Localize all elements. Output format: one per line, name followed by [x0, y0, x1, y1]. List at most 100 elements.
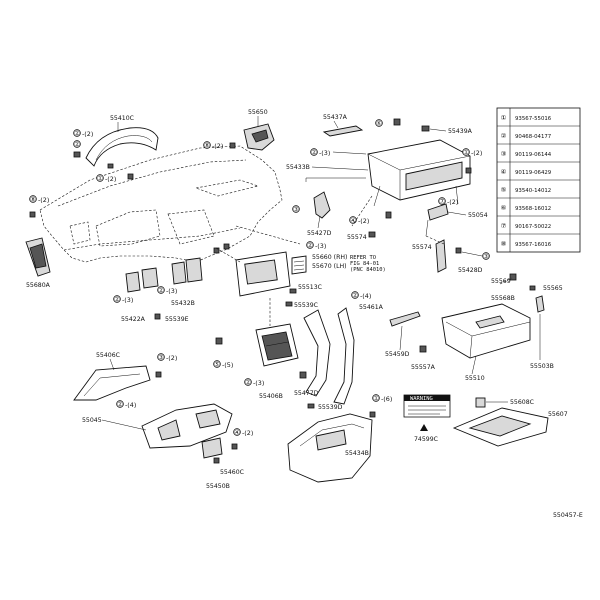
clip-icon	[213, 247, 220, 254]
callout-5	[213, 360, 221, 368]
qty-text: -(2)	[471, 149, 482, 157]
parts-table-row-part: 90119-06429	[515, 170, 552, 176]
callout-2-num: ②	[74, 130, 80, 138]
callout-2-num: ②	[245, 379, 251, 387]
callout-5-num: ⑤	[214, 361, 220, 369]
glove-box-upper-shape	[367, 139, 471, 201]
callout-2-num: ②	[74, 141, 80, 149]
clip-icon	[213, 457, 220, 464]
qty-text: -(2)	[447, 198, 458, 206]
clip-icon	[107, 163, 114, 169]
clip-icon	[509, 273, 517, 281]
callout-2	[113, 295, 121, 303]
part-label-55539c: 55539C	[294, 302, 318, 309]
qty-text: -(2)	[105, 175, 116, 183]
clip-icon	[73, 151, 81, 158]
mat-55607-recess	[468, 415, 532, 437]
part-label-55574: 55574	[412, 244, 432, 251]
part-label-55539d: 55539D	[318, 404, 343, 411]
callout-4-num: ④	[350, 217, 356, 225]
parts-table-row-num: ⑥	[500, 204, 506, 212]
screw-icon	[369, 411, 376, 418]
instrument-panel-defroster	[194, 179, 260, 197]
callout-3-num: ③	[483, 253, 489, 261]
center-stack-opening	[261, 331, 293, 361]
clip-icon	[299, 371, 307, 379]
leader-line	[101, 419, 147, 431]
part-label-55406b: 55406B	[259, 393, 283, 400]
part-label-55608c: 55608C	[510, 399, 534, 406]
strip-55437a	[322, 125, 364, 137]
warning-label-text-lines	[408, 405, 446, 415]
clip-icon	[368, 231, 376, 238]
qty-text: -(3)	[166, 287, 177, 295]
parts-table-row-part: 93540-14012	[515, 188, 551, 194]
connector-line	[235, 225, 301, 245]
callout-2-num: ②	[114, 296, 120, 304]
part-label-55568b: 55568B	[491, 295, 515, 302]
switch-base-55422a	[141, 267, 159, 289]
leader-line	[333, 120, 339, 129]
lower-panel-55045-opening	[195, 409, 221, 429]
center-vent	[291, 255, 307, 275]
glove-box-door-edge	[469, 335, 473, 359]
parts-table-row-part: 93568-16012	[515, 206, 551, 212]
callout-2	[116, 400, 124, 408]
clip-icon	[307, 403, 315, 409]
parts-table-row-num: ③	[500, 150, 506, 158]
callout-6	[375, 119, 383, 127]
meter-hood-shape	[85, 127, 159, 167]
clip-icon	[421, 125, 430, 132]
parts-table-row-num: ④	[500, 168, 506, 176]
leader-line	[305, 177, 366, 182]
parts-table-row-part: 90167-50022	[515, 224, 551, 230]
part-label-55607: 55607	[548, 411, 568, 418]
refer-note-line2: FIG 84-01	[350, 261, 379, 267]
arrow-icon	[420, 424, 428, 431]
callout-7-num: ⑦	[439, 198, 445, 206]
screw-icon	[155, 371, 162, 378]
qty-text: -(3)	[315, 242, 326, 250]
parts-table-row-num: ②	[500, 132, 506, 140]
callout-3	[157, 353, 165, 361]
bracket-55428d	[435, 239, 447, 273]
clip-icon	[285, 301, 293, 307]
callout-2	[73, 140, 81, 148]
drawing-id: 550457-E	[553, 512, 583, 519]
mat-pad-55608c	[475, 397, 486, 408]
console-lower-opening	[315, 429, 347, 451]
part-label-55510: 55510	[465, 375, 485, 382]
part-label-55460c: 55460C	[220, 469, 244, 476]
part-label-55432b: 55432B	[171, 300, 195, 307]
callout-2	[244, 378, 252, 386]
clip-icon	[29, 211, 36, 218]
part-label-55670: 55670 (LH)	[312, 263, 347, 270]
qty-text: -(2)	[212, 142, 223, 150]
screw-icon	[385, 211, 392, 219]
qty-text: -(2)	[358, 217, 369, 225]
bracket-55650	[243, 123, 275, 151]
callout-1	[96, 174, 104, 182]
connector-line	[499, 277, 513, 285]
part-label-55434b: 55434B	[345, 450, 369, 457]
lower-panel-55045-opening	[157, 419, 181, 441]
clip-icon	[229, 142, 236, 149]
part-label-55428d: 55428D	[458, 267, 483, 274]
callout-2-num: ②	[311, 149, 317, 157]
part-label-55565: 55565	[543, 285, 563, 292]
callout-7	[438, 197, 446, 205]
qty-text: -(4)	[125, 401, 136, 409]
center-cluster-panel	[235, 251, 307, 297]
callout-4-num: ④	[234, 429, 240, 437]
part-label-55439a: 55439A	[448, 128, 473, 135]
qty-text: -(5)	[222, 361, 233, 369]
vent-slats	[293, 260, 305, 271]
leader-line	[109, 358, 115, 371]
connector-line	[215, 247, 241, 263]
instrument-panel	[39, 145, 283, 263]
glove-box-door	[441, 303, 531, 359]
instrument-panel-outline	[39, 145, 283, 263]
nut-icon	[393, 118, 401, 126]
screw-icon	[465, 167, 472, 174]
center-stack-55406b	[255, 323, 299, 367]
